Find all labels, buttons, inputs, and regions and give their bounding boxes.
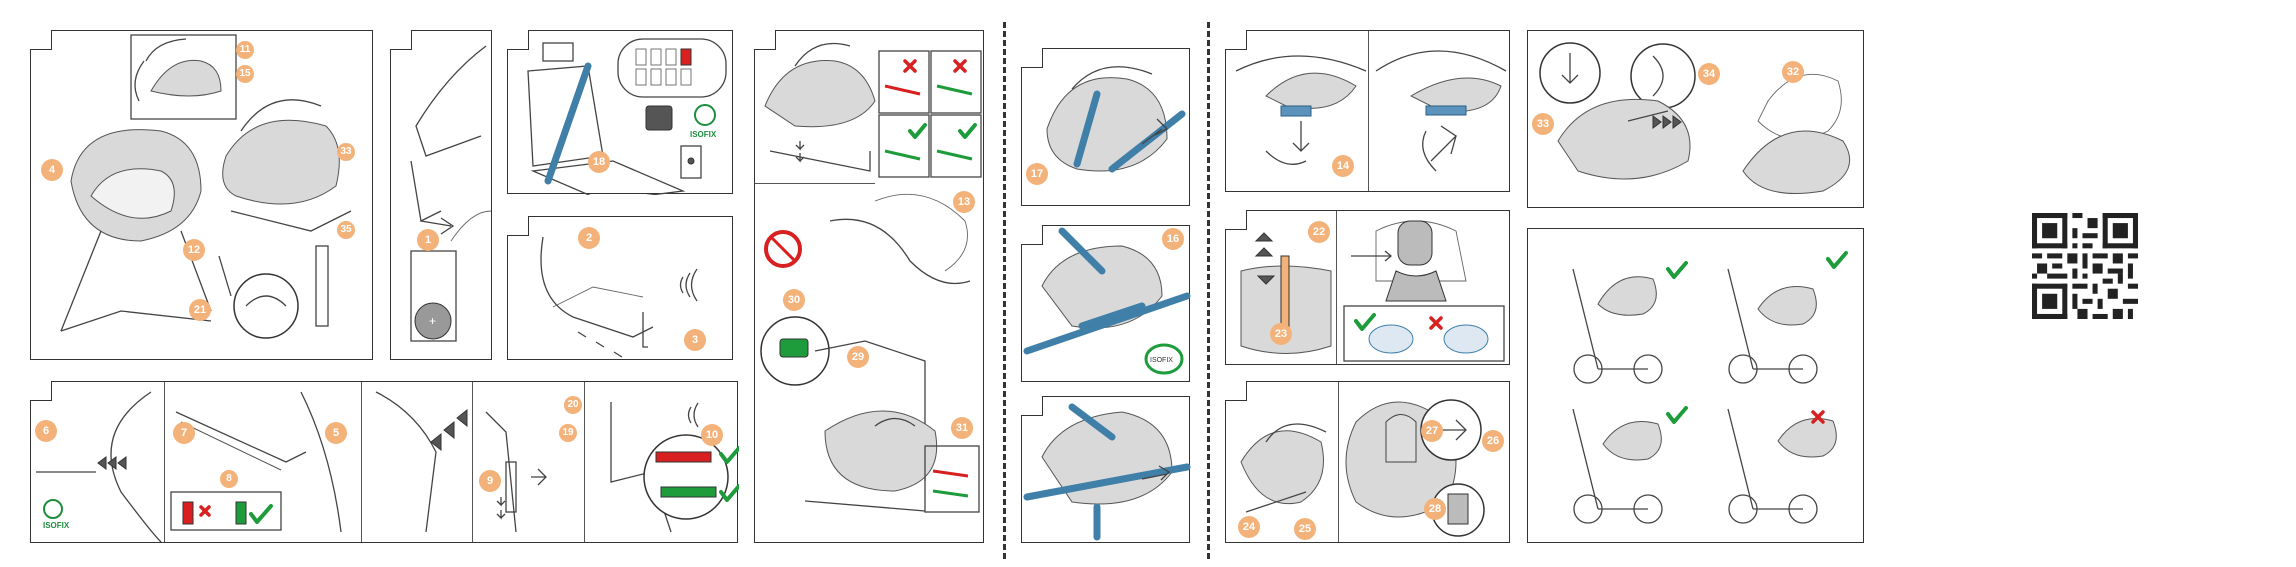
panel-seat-on-base: 13 30 29 31 xyxy=(754,30,984,543)
callout-22: 22 xyxy=(1308,221,1330,243)
base-leg-illustration: + xyxy=(391,31,493,361)
callout-30: 30 xyxy=(783,289,805,311)
click-sound-icon xyxy=(681,269,698,301)
panel-canopy: 34 32 33 xyxy=(1527,30,1864,208)
belt-sticker-label: ISOFIX xyxy=(1150,357,1173,364)
handle-adjust-illustration xyxy=(1226,31,1511,193)
canopy-illustration xyxy=(1528,31,1865,209)
callout-11: 11 xyxy=(236,41,254,59)
panel-base-installation: ISOFIX 6 7 8 5 20 19 9 10 xyxy=(30,381,738,543)
callout-9: 9 xyxy=(479,470,501,492)
panel-belt-install-lap: 17 xyxy=(1021,48,1190,206)
callout-8: 8 xyxy=(220,470,238,488)
click-sound-icon xyxy=(689,403,699,427)
callout-21: 21 xyxy=(189,299,211,321)
belt-diagonal-illustration: ISOFIX xyxy=(1022,226,1191,383)
callout-26: 26 xyxy=(1482,430,1504,452)
isofix-logo-icon: ISOFIX xyxy=(43,500,70,530)
callout-33: 33 xyxy=(337,143,355,161)
panel-headrest-adjust: 22 23 xyxy=(1225,210,1510,365)
isofix-logo-icon: ISOFIX xyxy=(690,105,717,139)
harness-buckle-illustration xyxy=(1226,382,1511,544)
callout-35: 35 xyxy=(337,221,355,239)
callout-6: 6 xyxy=(35,420,57,442)
callout-1: 1 xyxy=(417,229,439,251)
panel-base-leg: + 1 xyxy=(390,30,492,360)
callout-15: 15 xyxy=(236,65,254,83)
callout-16: 16 xyxy=(1162,228,1184,250)
panel-belt-tighten xyxy=(1021,396,1190,543)
callout-19: 19 xyxy=(559,424,577,442)
stroller-illustration xyxy=(1528,229,1865,544)
callout-32: 32 xyxy=(1782,61,1804,83)
callout-4: 4 xyxy=(41,159,63,181)
callout-20: 20 xyxy=(564,396,582,414)
callout-2: 2 xyxy=(578,227,600,249)
callout-7: 7 xyxy=(173,422,195,444)
callout-10: 10 xyxy=(701,424,723,446)
belt-tighten-illustration xyxy=(1022,397,1191,544)
callout-17: 17 xyxy=(1026,163,1048,185)
no-airbag-icon xyxy=(766,232,800,266)
isofix-label: ISOFIX xyxy=(43,521,70,530)
callout-18: 18 xyxy=(588,151,610,173)
callout-12: 12 xyxy=(183,239,205,261)
svg-text:+: + xyxy=(429,314,436,328)
callout-5: 5 xyxy=(325,422,347,444)
callout-14: 14 xyxy=(1332,155,1354,177)
callout-27: 27 xyxy=(1421,420,1443,442)
callout-3: 3 xyxy=(684,329,706,351)
callout-24: 24 xyxy=(1238,516,1260,538)
panel-handle-adjust: 14 xyxy=(1225,30,1510,192)
callout-28: 28 xyxy=(1424,498,1446,520)
isofix-label: ISOFIX xyxy=(690,130,717,139)
panel-base-load-leg: 2 3 xyxy=(507,216,733,360)
seat-on-base-illustration xyxy=(755,31,985,544)
callout-25: 25 xyxy=(1294,518,1316,540)
headrest-adjust-illustration xyxy=(1226,211,1511,366)
callout-31: 31 xyxy=(951,417,973,439)
belt-lap-illustration xyxy=(1022,49,1191,207)
panel-harness-buckle: 27 26 28 24 25 xyxy=(1225,381,1510,543)
section-separator xyxy=(1207,22,1210,559)
panel-car-isofix-location: ISOFIX 18 xyxy=(507,30,733,194)
callout-23: 23 xyxy=(1270,323,1292,345)
callout-29: 29 xyxy=(847,346,869,368)
callout-34: 34 xyxy=(1698,63,1720,85)
panel-stroller-compatibility xyxy=(1527,228,1864,543)
panel-overview: 11 15 4 33 12 35 21 xyxy=(30,30,373,360)
callout-33: 33 xyxy=(1532,113,1554,135)
qr-code-icon[interactable] xyxy=(2032,213,2138,319)
base-installation-illustration: ISOFIX xyxy=(31,382,739,544)
section-separator xyxy=(1003,22,1006,559)
callout-13: 13 xyxy=(953,191,975,213)
car-seat-illustration: ISOFIX xyxy=(508,31,734,195)
panel-belt-install-diagonal: ISOFIX 16 xyxy=(1021,225,1190,382)
